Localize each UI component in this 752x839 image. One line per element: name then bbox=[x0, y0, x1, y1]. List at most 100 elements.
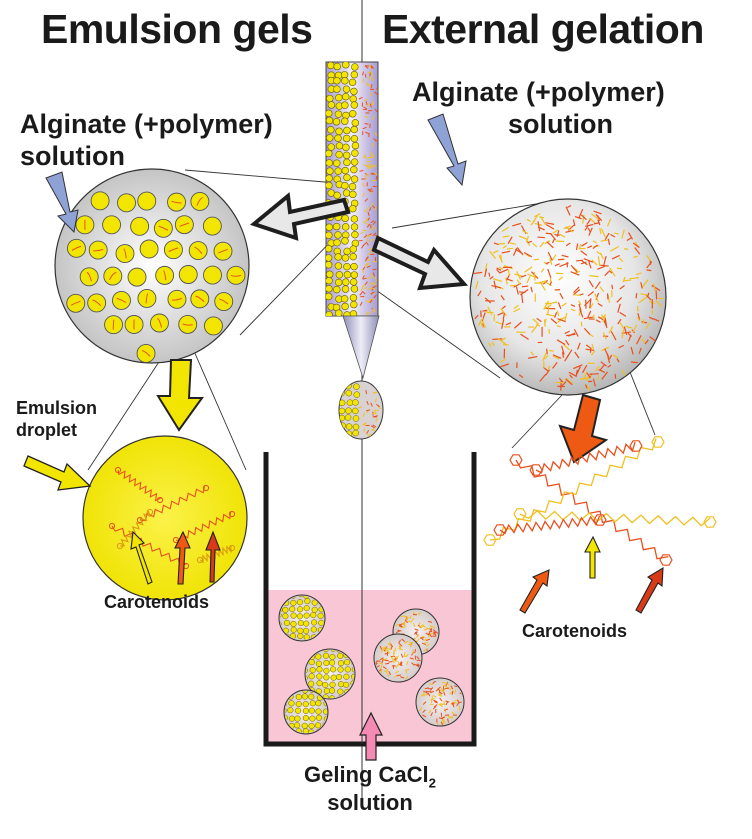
oil-droplet bbox=[204, 266, 222, 284]
drop-droplet bbox=[352, 399, 358, 405]
oil-droplet bbox=[227, 266, 245, 284]
column-droplet bbox=[351, 102, 358, 109]
bead-droplet bbox=[310, 700, 316, 706]
bead-droplet bbox=[311, 627, 317, 633]
bead-droplet bbox=[329, 660, 335, 666]
label-left-solution: Alginate (+polymer) solution bbox=[20, 108, 273, 172]
drop-droplet bbox=[338, 382, 344, 388]
bead-droplet bbox=[288, 707, 294, 713]
column-droplet bbox=[326, 168, 333, 175]
label-emulsion-droplet-line2: droplet bbox=[16, 419, 97, 441]
column-droplet bbox=[342, 167, 349, 174]
column-droplet bbox=[325, 150, 332, 157]
oil-droplet bbox=[91, 192, 109, 210]
column-droplet bbox=[349, 110, 356, 117]
oil-droplet bbox=[103, 216, 121, 234]
bead-droplet bbox=[298, 620, 304, 626]
bead-carotenoid bbox=[431, 699, 432, 703]
column-droplet bbox=[326, 311, 333, 318]
bead-droplet bbox=[312, 607, 318, 613]
column-carotenoid bbox=[367, 288, 371, 289]
column-droplet bbox=[350, 279, 357, 286]
bead-carotenoid bbox=[413, 650, 414, 654]
bead-carotenoid bbox=[408, 644, 412, 645]
carotenoid-dash bbox=[600, 265, 608, 266]
column-droplet bbox=[350, 96, 357, 103]
bead-carotenoid bbox=[431, 625, 432, 629]
bead-droplet bbox=[304, 605, 310, 611]
column-droplet bbox=[350, 88, 357, 95]
drop-droplet bbox=[338, 390, 344, 396]
needle bbox=[343, 316, 379, 378]
column-droplet bbox=[343, 190, 350, 197]
bead-droplet bbox=[303, 701, 309, 707]
bead-droplet bbox=[331, 675, 337, 681]
bead-droplet bbox=[317, 680, 323, 686]
label-left-solution-line1: Alginate (+polymer) bbox=[20, 108, 273, 140]
bead-carotenoid bbox=[400, 645, 401, 649]
oil-droplet bbox=[150, 314, 168, 332]
bead-droplet bbox=[317, 674, 323, 680]
column-droplet bbox=[351, 263, 358, 270]
bead-droplet bbox=[330, 667, 336, 673]
column-droplet bbox=[325, 255, 332, 262]
drop-droplet bbox=[353, 384, 359, 390]
gel-bead bbox=[416, 678, 464, 726]
drop-droplet bbox=[346, 424, 352, 430]
bead-droplet bbox=[296, 694, 302, 700]
bead-carotenoid bbox=[430, 704, 434, 705]
column-droplet bbox=[342, 215, 349, 222]
bead-droplet bbox=[303, 708, 309, 714]
column-droplet bbox=[333, 118, 340, 125]
oil-droplet bbox=[203, 217, 221, 235]
bead-droplet bbox=[302, 694, 308, 700]
bead-droplet bbox=[323, 653, 329, 659]
label-geling-line1: Geling CaCl2 bbox=[270, 762, 470, 790]
bead-droplet bbox=[289, 606, 295, 612]
column-droplet bbox=[350, 246, 357, 253]
carotenoid-dash bbox=[563, 352, 564, 358]
bead-droplet bbox=[317, 667, 323, 673]
column-droplet bbox=[325, 182, 332, 189]
carotenoid-dash bbox=[507, 248, 513, 249]
column-droplet bbox=[343, 144, 350, 151]
carotenoid-dash bbox=[538, 237, 545, 238]
oil-droplet bbox=[191, 192, 209, 210]
column-droplet bbox=[342, 286, 349, 293]
bead-droplet bbox=[316, 709, 322, 715]
column-droplet bbox=[325, 110, 332, 117]
bead-droplet bbox=[297, 607, 303, 613]
column-droplet bbox=[335, 279, 342, 286]
carotenoid-dash bbox=[631, 362, 638, 363]
column-droplet bbox=[325, 245, 332, 252]
carotenoid-dash bbox=[522, 286, 528, 287]
carotenoid-dash bbox=[492, 339, 502, 340]
column-droplet bbox=[326, 135, 333, 142]
column-droplet bbox=[344, 263, 351, 270]
column-droplet bbox=[342, 303, 349, 310]
bead-carotenoid bbox=[404, 652, 405, 656]
bead-carotenoid bbox=[399, 645, 400, 649]
bead-droplet bbox=[308, 694, 314, 700]
column-droplet bbox=[335, 111, 342, 118]
bead-droplet bbox=[338, 689, 344, 695]
column-droplet bbox=[351, 159, 358, 166]
column-droplet bbox=[341, 295, 348, 302]
column-droplet bbox=[342, 237, 349, 244]
oil-droplet bbox=[128, 268, 146, 286]
drop-droplet bbox=[354, 392, 360, 398]
title-external-gelation: External gelation bbox=[382, 6, 704, 53]
carotenoid-dash bbox=[646, 270, 651, 271]
column-droplet bbox=[344, 174, 351, 181]
bead-droplet bbox=[310, 667, 316, 673]
label-geling-subscript: 2 bbox=[429, 775, 436, 790]
column-carotenoid bbox=[364, 165, 368, 166]
bead-carotenoid bbox=[445, 715, 449, 716]
column-droplet bbox=[342, 93, 349, 100]
column-droplet bbox=[325, 285, 332, 292]
label-emulsion-droplet: Emulsion droplet bbox=[16, 397, 97, 441]
oil-droplet bbox=[88, 294, 106, 312]
column-droplet bbox=[327, 62, 334, 69]
bead-droplet bbox=[283, 613, 289, 619]
column-droplet bbox=[333, 223, 340, 230]
